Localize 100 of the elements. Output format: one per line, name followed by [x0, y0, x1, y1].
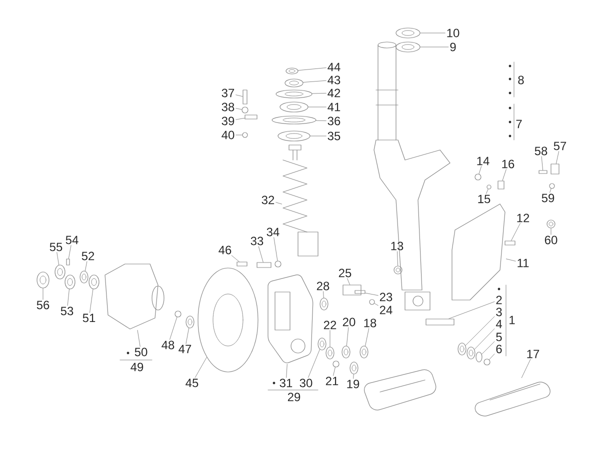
callout-number: 19 [347, 380, 360, 388]
brake-disc [198, 268, 258, 372]
callout-number: 8 [518, 76, 524, 84]
leader-line [170, 316, 178, 340]
callout-number: 40 [222, 130, 234, 140]
callout-number: 4 [496, 320, 502, 328]
ring-part [396, 28, 420, 38]
swing-arm-drawing [474, 382, 550, 416]
bolt-part [236, 262, 248, 266]
ring-part [88, 274, 100, 290]
callout-number: 14 [477, 156, 490, 166]
leader-line [478, 166, 482, 174]
ring-part [326, 346, 334, 360]
callout-number: 15 [478, 194, 490, 204]
callout-number: 53 [60, 306, 74, 316]
leader-line [396, 251, 398, 266]
ring-part [458, 342, 466, 356]
callout-number: 22 [324, 320, 336, 330]
callout-number: 28 [316, 282, 330, 290]
leader-line [353, 374, 354, 379]
callout-number: 30 [300, 378, 312, 388]
leader-line [502, 169, 506, 181]
ring-part [342, 346, 350, 358]
callout-number: 37 [222, 88, 234, 98]
ring-part [278, 130, 310, 142]
leader-line [274, 237, 278, 261]
ring-part [186, 316, 194, 328]
leader-line [236, 94, 243, 97]
ring-part [486, 184, 492, 190]
leader-line [556, 151, 560, 164]
ring-part [54, 264, 66, 280]
leader-line [333, 366, 336, 376]
leader-line [236, 134, 242, 136]
ring-part [396, 42, 420, 52]
ring-part [332, 360, 340, 368]
ring-part [369, 299, 375, 305]
callout-number: 5 [496, 332, 502, 342]
callout-number: 18 [364, 318, 376, 328]
callout-number: 6 [496, 344, 502, 354]
leader-line [482, 341, 495, 354]
ring-part [476, 352, 482, 362]
callout-number: 60 [544, 236, 558, 244]
ring-part [394, 266, 402, 274]
shock-absorber-drawing [282, 144, 318, 256]
leader-line [365, 292, 378, 296]
callout-number: 59 [542, 194, 554, 202]
callout-number: 50 [134, 348, 148, 356]
bolt-part [504, 240, 516, 246]
leader-line [194, 356, 207, 378]
ring-part [64, 274, 76, 290]
callout-number: 32 [262, 196, 274, 204]
ring-part [80, 270, 88, 284]
callout-number: 16 [502, 160, 514, 168]
ring-part [284, 78, 304, 88]
leader-line [521, 359, 531, 378]
ring-part [318, 338, 326, 350]
callout-number: 51 [82, 314, 96, 322]
ring-part [474, 174, 482, 180]
leader-line [276, 202, 282, 204]
bolt-part [342, 284, 362, 296]
bolt-part [256, 262, 272, 268]
callout-number: 10 [447, 28, 460, 38]
leader-line [90, 288, 94, 313]
leader-line [298, 68, 326, 71]
leader-line [137, 330, 140, 347]
callout-number: 9 [450, 42, 456, 52]
leader-line [236, 108, 242, 110]
leader-line [474, 328, 495, 350]
leader-line [374, 303, 378, 306]
ring-part [350, 362, 358, 374]
ring-part [242, 106, 248, 114]
leader-line [550, 188, 552, 193]
callout-number: 17 [527, 350, 540, 358]
callout-number: 45 [186, 378, 198, 388]
ring-part [360, 346, 368, 358]
callout-number: 31 [280, 378, 292, 388]
ring-part [36, 272, 50, 288]
callout-number: 25 [338, 268, 352, 278]
leader-line [231, 255, 240, 262]
ring-part [274, 260, 282, 268]
leader-line [308, 349, 320, 378]
leader-line [316, 120, 326, 122]
leader-line [489, 354, 495, 360]
callout-number: 54 [66, 236, 78, 244]
callout-number: 47 [178, 344, 192, 354]
callout-number: 1 [510, 316, 515, 324]
callout-number: 20 [342, 318, 356, 326]
leader-line [420, 46, 449, 48]
ring-part [466, 346, 476, 360]
callout-number: 12 [517, 214, 530, 222]
callout-number: 3 [496, 308, 502, 316]
callout-number: 43 [328, 76, 340, 84]
leader-line [302, 80, 326, 83]
leader-line [541, 156, 544, 170]
ring-part [174, 310, 182, 318]
leader-line [420, 32, 446, 34]
callout-number: 55 [50, 242, 62, 252]
leader-line [346, 327, 349, 346]
leader-line [68, 245, 72, 259]
ring-part [286, 68, 298, 74]
